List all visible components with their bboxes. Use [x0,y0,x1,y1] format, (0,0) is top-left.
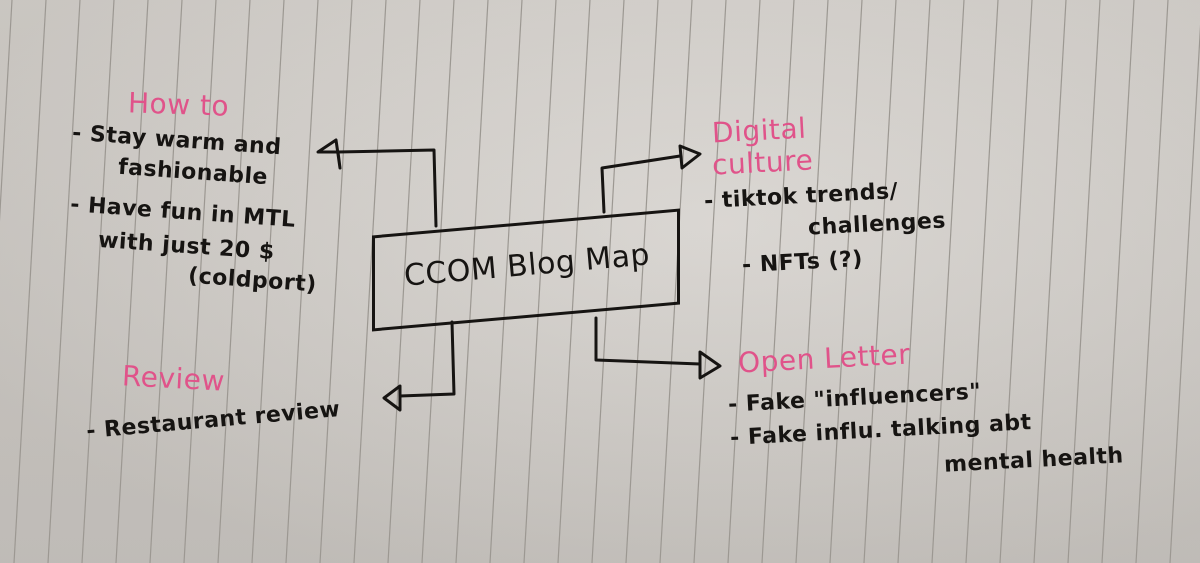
ruled-line [761,0,795,563]
ruled-line [81,0,115,563]
ruled-line [455,0,489,563]
ruled-line [251,0,285,563]
ruled-line [523,0,557,563]
ruled-line [285,0,319,563]
ruled-line [591,0,625,563]
ruled-line [489,0,523,563]
ruled-line [727,0,761,563]
ruled-line [659,0,693,563]
how-to-heading: How to [127,86,230,123]
ruled-line [217,0,251,563]
review-heading: Review [121,359,226,398]
ruled-line [863,0,897,563]
ruled-line [1135,0,1169,563]
ruled-line [149,0,183,563]
digital-culture-heading-2: culture [711,143,815,182]
ruled-line [387,0,421,563]
ruled-line [47,0,81,563]
ruled-line [999,0,1033,563]
ruled-line [693,0,727,563]
ruled-line [353,0,387,563]
ruled-line [13,0,47,563]
ruled-line [421,0,455,563]
ruled-line [319,0,353,563]
ruled-line [115,0,149,563]
ruled-line [931,0,965,563]
ruled-line [0,0,13,222]
ruled-line [829,0,863,563]
ruled-line [1169,24,1200,563]
ruled-line [795,0,829,563]
ruled-line [1101,0,1135,563]
ruled-line [965,0,999,563]
ruled-line [557,0,591,563]
ruled-line [625,0,659,563]
ruled-line [1033,0,1067,563]
ruled-line [897,0,931,563]
ruled-line [1067,0,1101,563]
ruled-line [183,0,217,563]
